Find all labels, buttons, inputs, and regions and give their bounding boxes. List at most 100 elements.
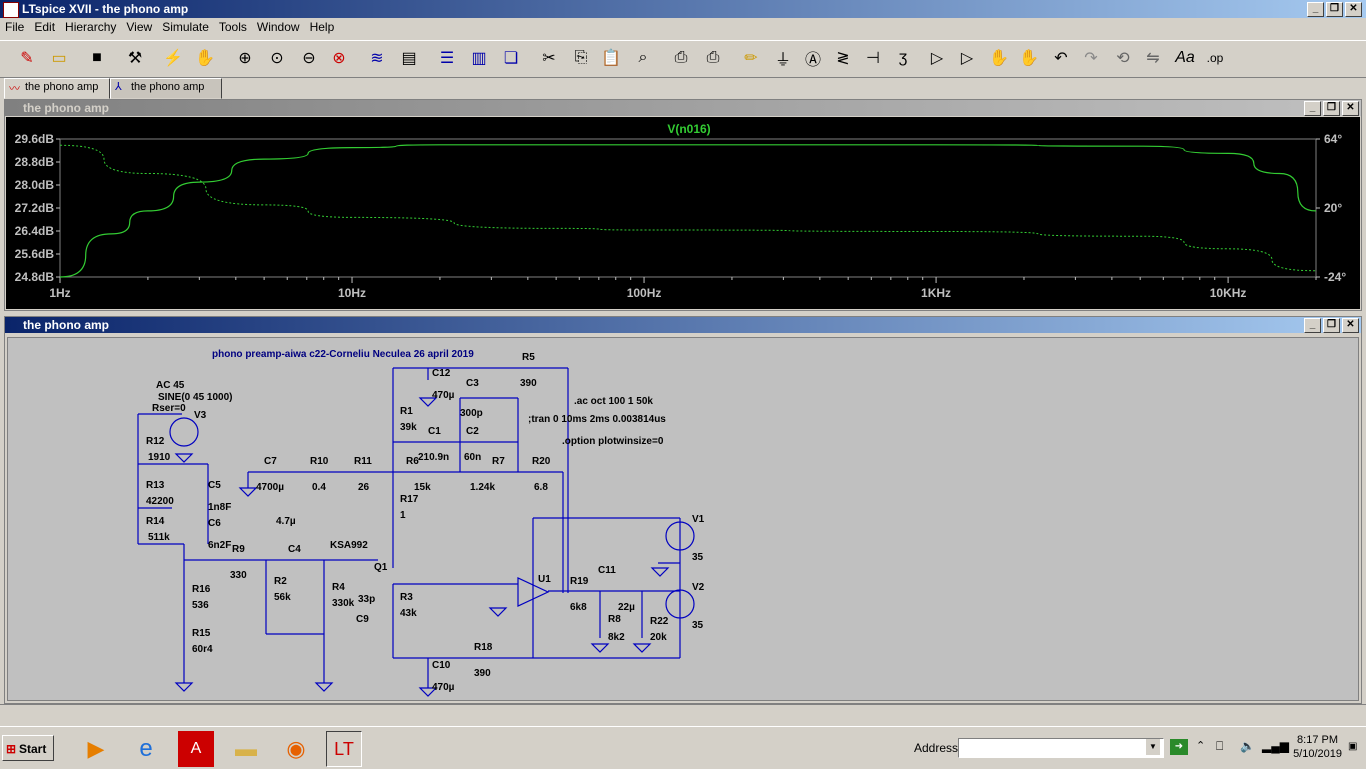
r11-label[interactable]: R11 <box>354 456 372 467</box>
c1-label[interactable]: C1 <box>428 426 441 437</box>
r11-value[interactable]: 26 <box>358 482 370 493</box>
volume-icon[interactable]: 🔈 <box>1240 739 1255 753</box>
mirror-icon[interactable]: ⇋ <box>1146 50 1160 67</box>
firefox-icon[interactable]: ◉ <box>286 736 306 761</box>
c9-label[interactable]: C9 <box>356 614 369 625</box>
r2-value[interactable]: 56k <box>274 592 291 603</box>
address-input[interactable] <box>958 738 1164 758</box>
q1-label[interactable]: Q1 <box>374 562 388 573</box>
rser-label[interactable]: Rser=0 <box>152 403 186 414</box>
r7-label[interactable]: R7 <box>492 456 505 467</box>
save-icon[interactable]: ■ <box>92 49 102 66</box>
diode-icon[interactable]: ▷ <box>930 50 944 67</box>
menu-edit[interactable]: Edit <box>34 20 56 34</box>
ac-label[interactable]: AC 45 <box>156 380 185 391</box>
network-icon[interactable]: ⎕ <box>1216 739 1224 753</box>
zoom-out-icon[interactable]: ⊖ <box>302 50 316 67</box>
menu-help[interactable]: Help <box>309 20 335 34</box>
c4-label[interactable]: C4 <box>288 544 301 555</box>
c10-value[interactable]: 470µ <box>432 682 455 693</box>
plot-svg[interactable]: V(n016) 29.6dB28.8dB28.0dB27.2dB26.4dB25… <box>6 117 1360 309</box>
run-icon[interactable]: ⚡ <box>163 50 183 67</box>
zoom-cancel-icon[interactable]: ⊗ <box>332 50 346 67</box>
menu-window[interactable]: Window <box>256 20 300 34</box>
r15-label[interactable]: R15 <box>192 628 211 639</box>
label-net-icon[interactable]: Ⓐ <box>804 52 821 69</box>
open-folder-icon[interactable]: ▭ <box>51 50 67 67</box>
menu-view[interactable]: View <box>126 20 153 34</box>
r22-value[interactable]: 20k <box>650 632 667 643</box>
zoom-in-icon[interactable]: ⊕ <box>238 50 252 67</box>
v3-label[interactable]: V3 <box>194 410 207 421</box>
cut-icon[interactable]: ✂ <box>542 50 556 67</box>
undo-icon[interactable]: ↶ <box>1054 50 1068 67</box>
print-icon[interactable]: ⎙ <box>706 49 720 66</box>
schematic-canvas[interactable]: phono preamp-aiwa c22-Corneliu Neculea 2… <box>7 337 1359 701</box>
sine-label[interactable]: SINE(0 45 1000) <box>158 392 233 403</box>
v1-value[interactable]: 35 <box>692 552 704 563</box>
opamp-u1[interactable] <box>517 577 550 607</box>
tray-expand-icon[interactable]: ⌃ <box>1196 740 1206 752</box>
internet-explorer-icon[interactable]: e <box>139 735 153 762</box>
halt-icon[interactable]: ✋ <box>195 50 215 67</box>
r20-value[interactable]: 6.8 <box>534 482 548 493</box>
r5-label[interactable]: R5 <box>522 352 535 363</box>
schem-restore-button[interactable]: ❐ <box>1323 318 1340 333</box>
resistor-icon[interactable]: ≷ <box>836 50 850 67</box>
restore-button[interactable]: ❐ <box>1326 2 1343 17</box>
r10-label[interactable]: R10 <box>310 456 329 467</box>
r17-value[interactable]: 1 <box>400 510 406 521</box>
new-schematic-icon[interactable]: ✎ <box>20 50 34 67</box>
r18-label[interactable]: R18 <box>474 642 493 653</box>
v2-label[interactable]: V2 <box>692 582 705 593</box>
minimize-button[interactable]: _ <box>1307 2 1324 17</box>
tile-horizontal-icon[interactable]: ☰ <box>439 50 455 67</box>
c3-value[interactable]: 300p <box>460 408 483 419</box>
r1-value[interactable]: 39k <box>400 422 417 433</box>
c7-value[interactable]: 4700µ <box>256 482 284 493</box>
r13-value[interactable]: 42200 <box>146 496 174 507</box>
r4-label[interactable]: R4 <box>332 582 345 593</box>
r6-value[interactable]: 15k <box>414 482 431 493</box>
schem-close-button[interactable]: ✕ <box>1342 318 1359 333</box>
r3-value[interactable]: 43k <box>400 608 417 619</box>
ground-icon[interactable]: ⏚ <box>774 52 791 69</box>
close-button[interactable]: ✕ <box>1345 2 1362 17</box>
r15-value[interactable]: 60r4 <box>192 644 213 655</box>
r19-value[interactable]: 6k8 <box>570 602 587 613</box>
r12-value[interactable]: 1910 <box>148 452 171 463</box>
voltage-source-v1[interactable] <box>665 521 695 551</box>
ltspice-app-icon[interactable] <box>3 2 19 18</box>
go-arrow-icon[interactable]: ➜ <box>1170 739 1188 755</box>
v1-label[interactable]: V1 <box>692 514 705 525</box>
tab-schematic[interactable]: ⅄ the phono amp <box>110 78 222 99</box>
r19-label[interactable]: R19 <box>570 576 589 587</box>
print-preview-icon[interactable]: ⎙ <box>674 49 688 66</box>
move-icon[interactable]: ✋ <box>989 50 1009 67</box>
draw-wire-icon[interactable]: ✏ <box>744 50 758 67</box>
c10-label[interactable]: C10 <box>432 660 451 671</box>
tran-command[interactable]: ;tran 0 10ms 2ms 0.003814us <box>528 414 666 425</box>
tile-vertical-icon[interactable]: ▥ <box>471 50 487 67</box>
r17-label[interactable]: R17 <box>400 494 419 505</box>
phase-trace[interactable] <box>59 144 1317 272</box>
c12-value[interactable]: 470µ <box>432 390 455 401</box>
v2-value[interactable]: 35 <box>692 620 704 631</box>
r14-value[interactable]: 511k <box>148 532 170 543</box>
c2-value[interactable]: 60n <box>464 452 481 463</box>
ac-command[interactable]: .ac oct 100 1 50k <box>574 396 653 407</box>
show-desktop-icon[interactable]: ▣ <box>1348 741 1358 752</box>
r7-value[interactable]: 1.24k <box>470 482 495 493</box>
file-explorer-icon[interactable]: ▬ <box>235 736 257 761</box>
inductor-icon[interactable]: ʒ <box>898 49 908 66</box>
menu-hierarchy[interactable]: Hierarchy <box>65 20 117 34</box>
c3-label[interactable]: C3 <box>466 378 479 389</box>
r5-value[interactable]: 390 <box>520 378 537 389</box>
c2-label[interactable]: C2 <box>466 426 479 437</box>
menu-file[interactable]: File <box>5 20 25 34</box>
tab-waveform[interactable]: 〰 the phono amp <box>4 78 110 99</box>
spice-directive-icon[interactable]: .op <box>1206 51 1224 65</box>
r4-value[interactable]: 330k <box>332 598 355 609</box>
r13-label[interactable]: R13 <box>146 480 165 491</box>
